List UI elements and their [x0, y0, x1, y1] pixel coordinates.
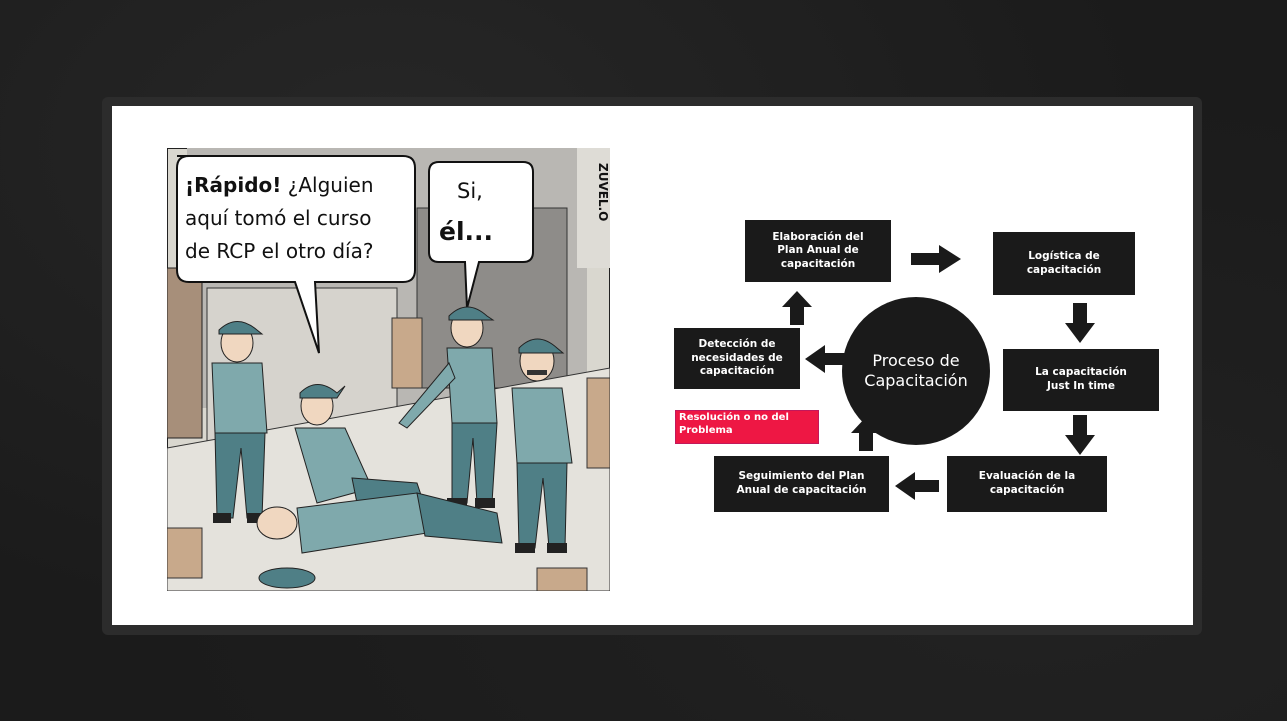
speech-bubble-left-line3: de RCP el otro día? — [185, 239, 373, 263]
arrow-down-to-just-in-time — [1065, 303, 1095, 343]
speech-bubble-left-line2: aquí tomó el curso — [185, 206, 371, 230]
character-lying — [256, 492, 503, 589]
artist-signature: ZUVEL.O — [596, 163, 610, 221]
arrow-right-to-logistica — [911, 245, 961, 273]
character-mustache — [511, 338, 573, 553]
character-left — [211, 321, 268, 523]
speech-bubble-right-line2: él... — [439, 217, 493, 246]
node-just-in-time: La capacitación Just In time — [1003, 349, 1159, 411]
comic-illustration: ZUVEL.O ¡Rápido! ¿Alguien aquí tomó el c… — [167, 148, 610, 591]
arrow-up-to-center — [851, 417, 881, 451]
node-deteccion: Detección de necesidades de capacitación — [674, 328, 800, 389]
speech-bubble-right-line1: Si, — [457, 179, 483, 203]
resolution-label: Resolución o no del Problema — [675, 410, 819, 444]
speech-bubble-left-bold: ¡Rápido! — [185, 173, 281, 197]
node-logistica: Logística de capacitación — [993, 232, 1135, 295]
node-evaluacion: Evaluación de la capacitación — [947, 456, 1107, 512]
node-seguimiento: Seguimiento del Plan Anual de capacitaci… — [714, 456, 889, 512]
process-diagram: Elaboración del Plan Anual de capacitaci… — [667, 215, 1161, 515]
arrow-up-to-elaboracion — [782, 291, 812, 325]
arrow-left-to-seguimiento — [895, 472, 939, 500]
speech-bubble-left-rest: ¿Alguien — [281, 173, 373, 197]
speech-bubble-left-line1: ¡Rápido! ¿Alguien — [185, 173, 374, 197]
character-pointing — [398, 306, 498, 508]
arrow-down-to-evaluacion — [1065, 415, 1095, 455]
node-elaboracion: Elaboración del Plan Anual de capacitaci… — [745, 220, 891, 282]
arrow-left-to-deteccion — [805, 345, 847, 373]
